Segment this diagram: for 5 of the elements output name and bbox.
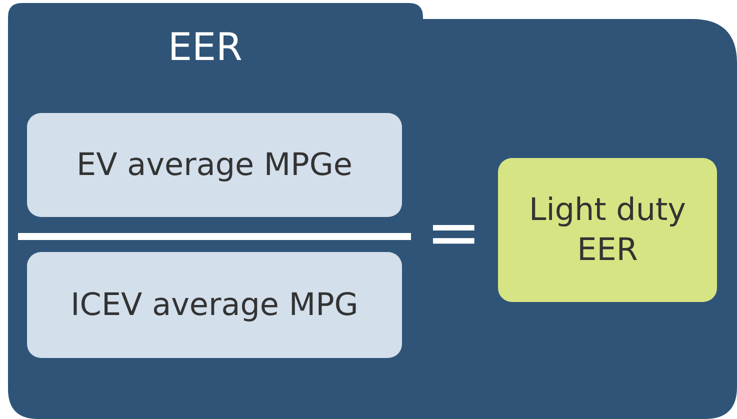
denominator-box: ICEV average MPG xyxy=(27,252,402,358)
numerator-box: EV average MPGe xyxy=(27,113,402,217)
panel-heading: EER xyxy=(168,25,242,69)
equals-sign: = xyxy=(426,200,482,266)
result-box: Light duty EER xyxy=(498,158,717,302)
